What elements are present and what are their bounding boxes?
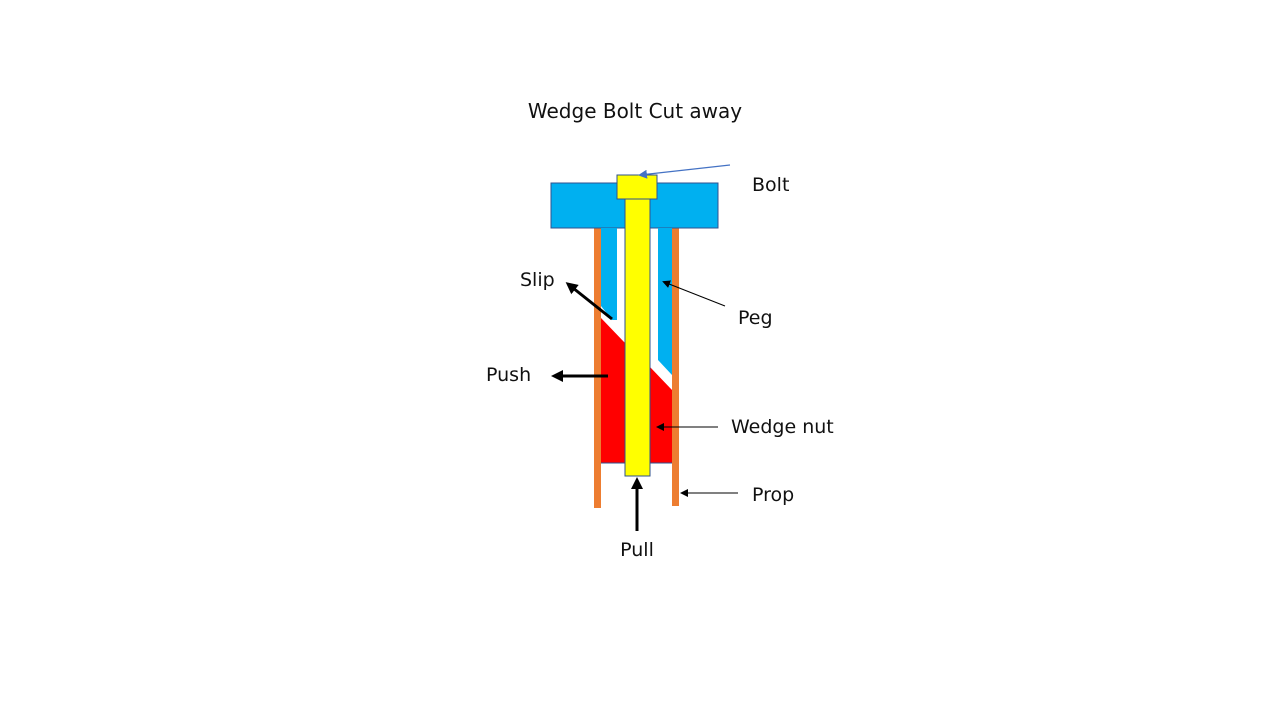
label-peg: Peg bbox=[738, 307, 773, 329]
prop-left bbox=[594, 228, 601, 508]
wedge-nut-right bbox=[650, 367, 672, 463]
label-slip: Slip bbox=[520, 269, 555, 291]
bolt-head bbox=[616, 174, 658, 200]
bolt-shank bbox=[624, 198, 651, 477]
wedge-nut bbox=[601, 318, 625, 463]
peg-leg-left bbox=[601, 228, 617, 320]
bolt-leader-arrow bbox=[638, 164, 731, 179]
label-bolt: Bolt bbox=[752, 174, 789, 196]
diagram-title: Wedge Bolt Cut away bbox=[528, 99, 742, 123]
peg-leg-right bbox=[658, 228, 672, 375]
peg-leader-arrow bbox=[662, 280, 726, 307]
label-prop: Prop bbox=[752, 484, 794, 506]
prop-right bbox=[672, 226, 679, 506]
label-pull: Pull bbox=[620, 539, 654, 561]
label-push: Push bbox=[486, 364, 531, 386]
label-wedge-nut: Wedge nut bbox=[731, 416, 834, 438]
slip-arrow bbox=[565, 282, 613, 321]
